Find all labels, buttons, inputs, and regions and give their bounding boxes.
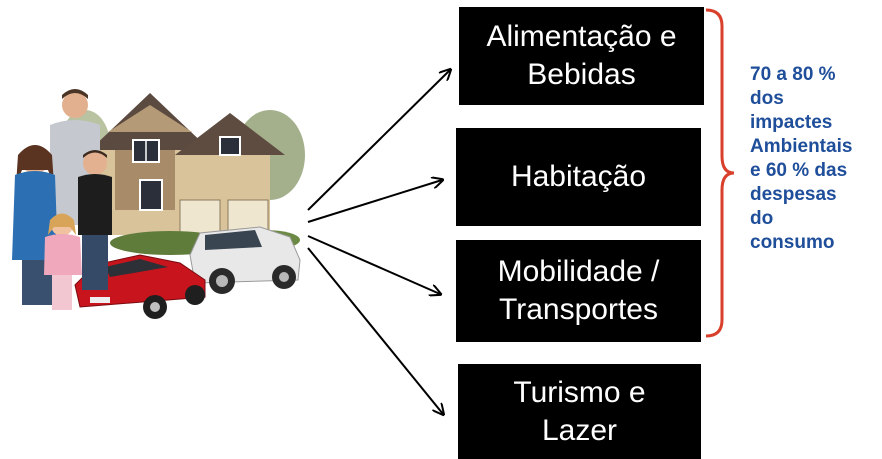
- category-box-habitacao: Habitação: [456, 128, 701, 226]
- arrow-to-alimentacao: [307, 70, 450, 211]
- arrow-to-habitacao: [307, 180, 442, 223]
- category-label-habitacao: Habitação: [510, 160, 647, 193]
- arrow-to-turismo: [307, 247, 443, 414]
- category-box-alimentacao: Alimentação e Bebidas: [459, 7, 704, 105]
- family-house-cars-photo: [12, 85, 305, 319]
- category-box-mobilidade: Mobilidade / Transportes: [456, 240, 701, 342]
- category-box-turismo: Turismo e Lazer: [458, 364, 701, 459]
- category-label-turismo: Turismo e Lazer: [513, 375, 646, 447]
- category-label-alimentacao: Alimentação e Bebidas: [486, 20, 677, 91]
- arrow-to-mobilidade: [307, 235, 440, 294]
- category-label-mobilidade: Mobilidade / Transportes: [497, 255, 660, 326]
- impact-annotation: 70 a 80 % dos impactes Ambientais e 60 %…: [750, 64, 853, 253]
- curly-brace: [705, 8, 735, 338]
